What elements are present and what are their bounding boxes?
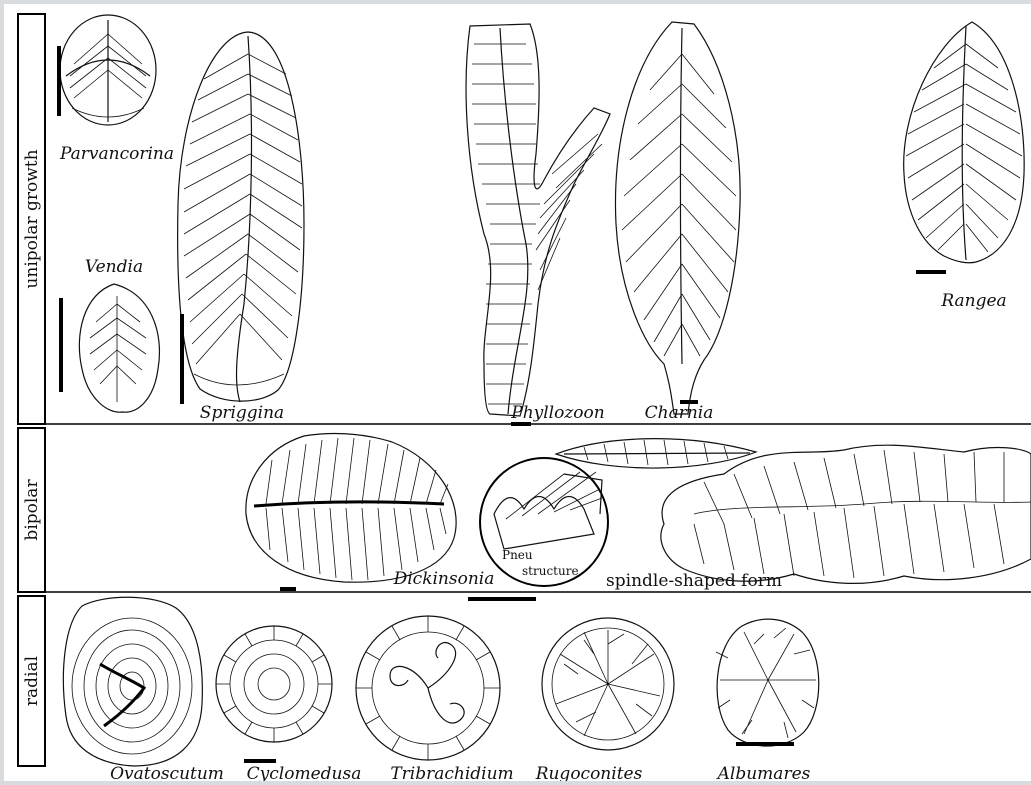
label-dickinsonia: Dickinsonia (393, 569, 495, 589)
label-parvancorina: Parvancorina (59, 144, 174, 164)
tribrachidium-drawing (356, 616, 500, 760)
rugoconites-drawing (542, 618, 674, 750)
pneu-label-line1: Pneu (502, 548, 533, 562)
row-label-radial: radial (22, 656, 42, 706)
albumares-drawing (716, 619, 819, 746)
spriggina-drawing (178, 32, 304, 402)
label-phyllozoon: Phyllozoon (510, 403, 604, 423)
pneu-label-line2: structure (522, 564, 579, 578)
cyclomedusa-drawing (216, 626, 332, 742)
label-rugoconites: Rugoconites (535, 764, 643, 781)
label-spriggina: Spriggina (200, 403, 284, 423)
parvancorina-drawing (60, 15, 156, 125)
row-label-box-unipolar: unipolar growth (18, 14, 45, 424)
rangea-drawing (904, 22, 1024, 263)
dickinsonia-drawing (246, 434, 456, 583)
label-vendia: Vendia (85, 257, 143, 277)
fossil-plate: unipolar growth bipolar radial Parvancor… (4, 4, 1031, 781)
phyllozoon-drawing (466, 24, 610, 416)
label-spindle: spindle-shaped form (606, 571, 782, 591)
ovatoscutum-drawing (63, 597, 202, 766)
charnia-drawing (615, 22, 740, 414)
vendia-drawing (79, 284, 159, 412)
spindle-drawing (556, 439, 1031, 584)
label-charnia: Charnia (645, 403, 714, 423)
label-ovatoscutum: Ovatoscutum (110, 764, 224, 781)
row-label-unipolar: unipolar growth (22, 149, 42, 288)
label-cyclomedusa: Cyclomedusa (247, 764, 362, 781)
row-label-box-radial: radial (18, 596, 45, 766)
pneu-structure-inset: Pneu structure (480, 458, 608, 586)
label-tribrachidium: Tribrachidium (390, 764, 513, 781)
row-label-box-bipolar: bipolar (18, 428, 45, 592)
plate-drawing: unipolar growth bipolar radial Parvancor… (4, 4, 1031, 781)
label-rangea: Rangea (940, 291, 1006, 311)
label-albumares: Albumares (716, 764, 811, 781)
row-label-bipolar: bipolar (22, 479, 42, 541)
